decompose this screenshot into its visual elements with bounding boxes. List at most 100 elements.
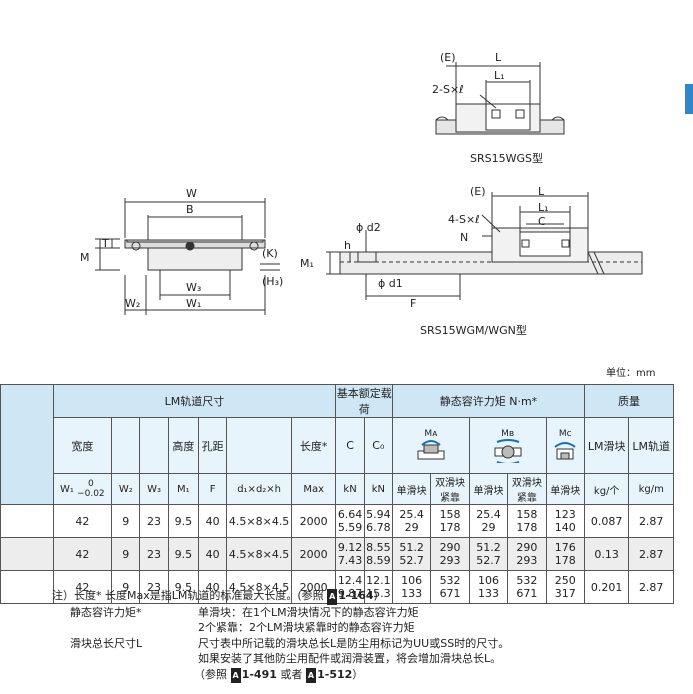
note-double-block: 2个紧靠：2个LM滑块紧靠时的静态容许力矩	[198, 621, 415, 634]
cell-m1: 9.5	[167, 537, 200, 571]
header-pitch: 孔距	[197, 417, 228, 474]
header-width: 宽度	[52, 417, 113, 474]
sub-double2: 双滑块紧靠	[507, 473, 547, 505]
side-label-L: L	[538, 185, 545, 198]
sub-single2: 单滑块	[468, 473, 509, 505]
header-mass-rail: LM轨道	[628, 417, 674, 474]
cell-d: 4.5×8×4.5	[226, 537, 292, 571]
top-label-2S: 2-S×ℓ	[432, 83, 464, 96]
cell-w2: 9	[111, 570, 141, 604]
ref-tag-icon: A	[230, 667, 241, 683]
header-C0: C₀	[363, 417, 393, 474]
cell-d: 4.5×8×4.5	[226, 504, 292, 538]
page-accent-bar	[685, 84, 693, 114]
cell-mrail: 2.87	[628, 537, 674, 571]
front-label-T: T	[102, 237, 109, 250]
cell-m1: 9.5	[167, 570, 200, 604]
cell-f: 40	[197, 504, 228, 538]
sub-W1: W₁ 0−0.02	[52, 473, 113, 505]
cell-mrail: 2.87	[628, 504, 674, 538]
header-MA: Mᴀ	[391, 417, 470, 474]
header-C: C	[335, 417, 365, 474]
side-label-d2: ϕ d2	[356, 221, 381, 234]
cell-w3: 23	[139, 537, 169, 571]
header-MC: Mᴄ	[545, 417, 585, 474]
cell-m1: 9.5	[167, 504, 200, 538]
sub-F: F	[197, 473, 228, 505]
top-label-L1: L₁	[494, 69, 505, 82]
note-static-moment: 静态容许力矩*单滑块：在1个LM滑块情况下的静态容许力矩	[70, 605, 419, 619]
cell-mblock: 0.201	[583, 570, 630, 604]
cell-f: 40	[197, 570, 228, 604]
spec-table: LM轨道尺寸 基本额定载荷 静态容许力矩 N·m* 质量 宽度 高度 孔距 长度…	[0, 384, 675, 604]
side-label-M1: M₁	[300, 257, 314, 270]
header-mass: 质量	[583, 384, 675, 418]
front-label-W3: W₃	[186, 281, 202, 294]
header-static-moment: 静态容许力矩 N·m*	[391, 384, 585, 418]
header-mass-block: LM滑块	[583, 417, 630, 474]
sub-single1: 单滑块	[391, 473, 432, 505]
sub-kg-block: kg/个	[583, 473, 630, 505]
technical-drawings: (E) L L₁ 2-S×ℓ SRS15WGS型 W B T M (K) (H₃…	[0, 0, 693, 345]
cell-mblock: 0.087	[583, 504, 630, 538]
cell-w1: 42	[52, 570, 113, 604]
note-block-length-2: 如果安装了其他防尘用配件或润滑装置，将会增加滑块总长L。	[198, 652, 502, 665]
side-label-d1: ϕ d1	[378, 277, 403, 290]
cell-w2: 9	[111, 504, 141, 538]
side-caption: SRS15WGM/WGN型	[420, 324, 527, 337]
side-label-h: h	[344, 239, 351, 252]
model-header	[0, 384, 54, 505]
cell-w2: 9	[111, 537, 141, 571]
sub-d: d₁×d₂×h	[226, 473, 292, 505]
sub-W2: W₂	[111, 473, 141, 505]
sub-kg-rail: kg/m	[628, 473, 674, 505]
drawing-lines	[95, 62, 643, 315]
top-caption: SRS15WGS型	[470, 152, 543, 165]
header-basic-load: 基本额定载荷	[335, 384, 393, 418]
sub-W3: W₃	[139, 473, 169, 505]
ref-tag-icon: A	[327, 589, 338, 605]
sub-kN1: kN	[335, 473, 365, 505]
front-label-W1: W₁	[186, 297, 202, 310]
sub-kN2: kN	[363, 473, 393, 505]
moment-b-icon	[494, 438, 522, 463]
side-label-L1: L₁	[538, 201, 549, 214]
cell-w1: 42	[52, 537, 113, 571]
top-label-L: L	[495, 51, 502, 64]
cell-w3: 23	[139, 504, 169, 538]
unit-label: 单位：mm	[606, 368, 656, 379]
front-label-B: B	[186, 203, 194, 216]
cell-f: 40	[197, 537, 228, 571]
side-label-E: (E)	[470, 185, 486, 198]
sub-double1: 双滑块紧靠	[430, 473, 470, 505]
front-label-M: M	[80, 251, 90, 264]
side-label-4S: 4-S×ℓ	[448, 213, 480, 226]
header-height: 高度	[167, 417, 200, 474]
side-label-F: F	[410, 297, 417, 310]
cell-mrail: 2.87	[628, 570, 674, 604]
cell-w3: 23	[139, 570, 169, 604]
front-label-H3: (H₃)	[262, 275, 284, 288]
side-label-N: N	[460, 231, 469, 244]
